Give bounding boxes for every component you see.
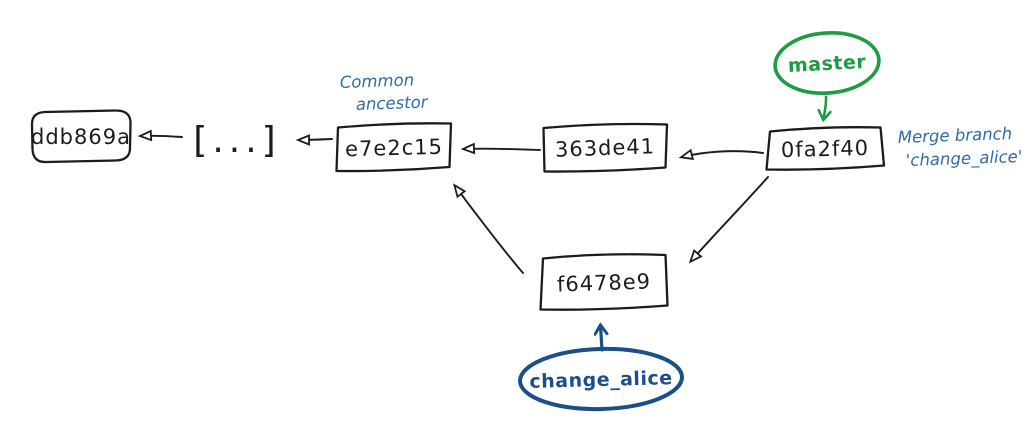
master-ellipse xyxy=(773,31,881,95)
change-alice-ellipse xyxy=(518,346,684,412)
note-merge-branch: Merge branch 'change_alice' xyxy=(897,124,1022,171)
commit-label-363de41: 363de41 xyxy=(555,134,656,161)
commit-label-ddb869a: ddb869a xyxy=(31,125,131,149)
note-common-ancestor: Common ancestor xyxy=(339,70,429,114)
commit-box-0fa2f40 xyxy=(765,126,886,171)
change-alice-pointer-arrow xyxy=(601,326,603,352)
edge-363de41-to-e7e2c15 xyxy=(460,142,541,155)
edge-f6478e9-to-e7e2c15 xyxy=(452,183,524,274)
note-merge-branch-line1: Merge branch xyxy=(897,124,1012,147)
note-merge-branch-line2: 'change_alice' xyxy=(905,147,1022,171)
commit-label-e7e2c15: e7e2c15 xyxy=(345,135,443,162)
edge-0fa2f40-to-363de41 xyxy=(678,148,764,161)
commit-box-e7e2c15 xyxy=(335,122,453,173)
commit-box-f6478e9 xyxy=(539,253,669,311)
commit-box-ddb869a xyxy=(30,109,132,164)
commit-box-363de41 xyxy=(542,122,669,173)
edge-0fa2f40-to-f6478e9 xyxy=(688,176,769,264)
master-pointer-arrow xyxy=(824,95,827,119)
ellipsis-node: [...] xyxy=(193,120,280,161)
change-alice-label: change_alice xyxy=(529,367,673,393)
note-common-ancestor-line2: ancestor xyxy=(355,92,429,114)
master-label: master xyxy=(787,51,866,77)
edge-e7e2c15-to-ellipsis xyxy=(295,134,333,146)
branch-tag-change-alice: change_alice xyxy=(518,346,684,412)
commit-label-f6478e9: f6478e9 xyxy=(557,269,652,296)
edge-ellipsis-to-ddb869a xyxy=(137,129,183,142)
branch-tag-master: master xyxy=(773,31,881,95)
note-common-ancestor-line1: Common xyxy=(339,70,414,92)
commit-label-0fa2f40: 0fa2f40 xyxy=(781,136,870,162)
